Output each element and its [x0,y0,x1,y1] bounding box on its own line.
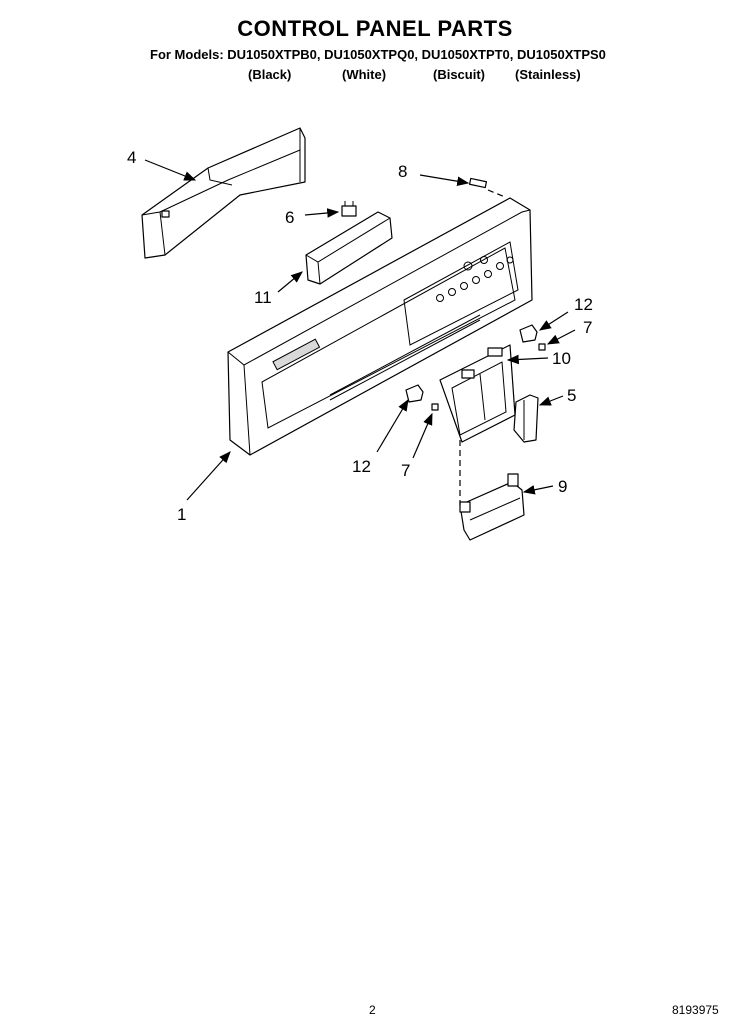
part-12-knob-upper [519,324,538,343]
callout-6: 6 [285,208,294,227]
callout-1: 1 [177,505,186,524]
part-5-bracket [513,394,539,443]
color-stainless: (Stainless) [515,67,581,82]
page-number: 2 [369,1003,376,1017]
callout-12-upper: 12 [574,295,593,314]
callout-9: 9 [558,477,567,496]
part-7-spring-upper [538,343,546,351]
models-line: For Models: DU1050XTPB0, DU1050XTPQ0, DU… [150,47,606,62]
callout-7-upper: 7 [583,318,592,337]
part-7-spring-lower [431,403,439,411]
part-8-screw [468,177,506,198]
callout-11: 11 [254,288,272,307]
part-6-clip [341,201,357,217]
part-10-board-bracket [439,344,516,443]
color-white: (White) [342,67,387,82]
document-number: 8193975 [672,1003,719,1017]
color-black: (Black) [248,67,292,82]
leader-lines [144,159,576,501]
callout-8: 8 [398,162,407,181]
part-11-module [305,211,393,285]
callout-7-lower: 7 [401,461,410,480]
part-1-console-panel [227,197,533,456]
page-title: CONTROL PANEL PARTS [237,16,513,41]
callout-12-lower: 12 [352,457,371,476]
callout-5: 5 [567,386,576,405]
part-4-cover-bracket [141,127,306,259]
part-9-lower-bracket [459,473,525,541]
color-biscuit: (Biscuit) [433,67,485,82]
part-12-knob-lower [405,384,424,403]
callout-10: 10 [552,349,571,368]
callout-4: 4 [127,148,136,167]
